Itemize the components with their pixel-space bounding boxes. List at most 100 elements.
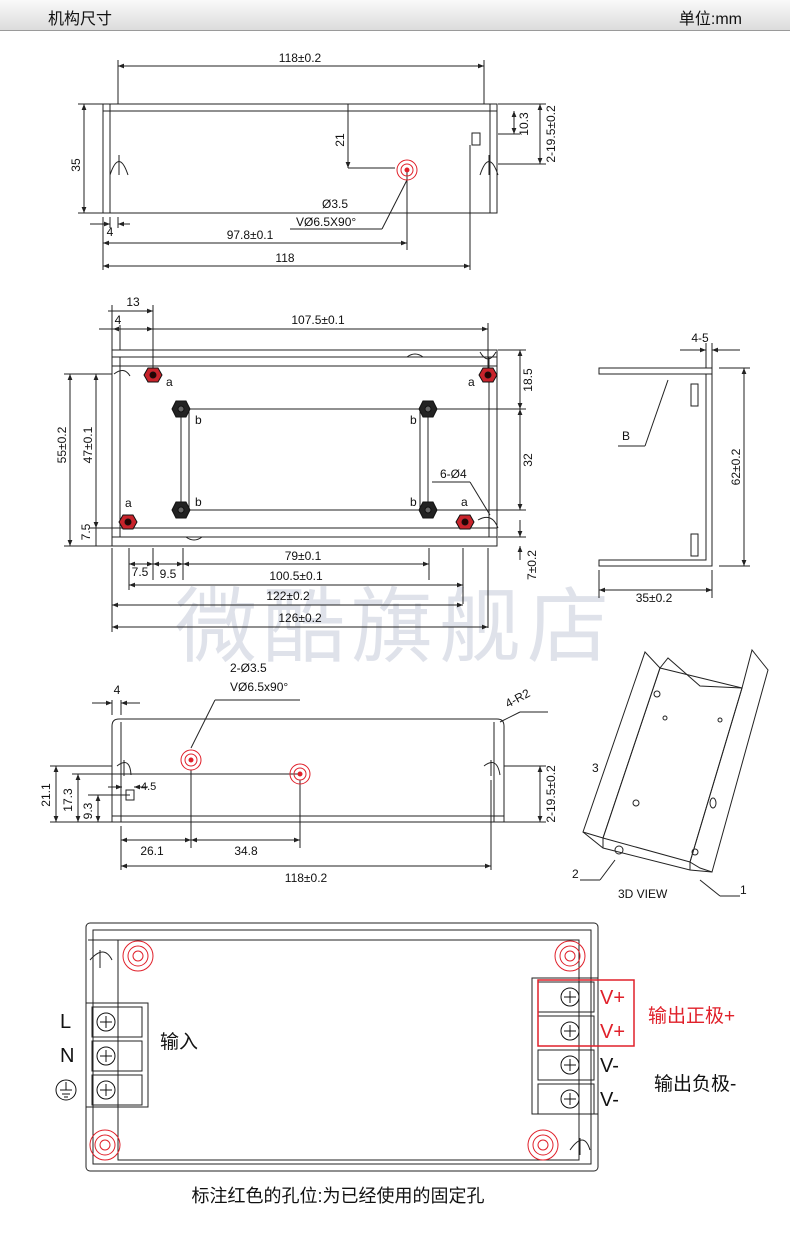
dim-34-8: 34.8 bbox=[234, 844, 258, 858]
positive-output-highlight bbox=[537, 979, 635, 1047]
dim-width: 118 bbox=[275, 251, 294, 265]
red-mount-hole-icon bbox=[289, 763, 311, 785]
output-label-vminus-1: V- bbox=[600, 1055, 619, 1077]
negative-output-caption: 输出负极- bbox=[654, 1073, 736, 1095]
dim-13: 13 bbox=[126, 295, 140, 309]
ground-icon bbox=[55, 1079, 77, 1101]
red-hex-standoff-icon bbox=[118, 514, 138, 530]
output-label-vplus-2: V+ bbox=[600, 1021, 625, 1043]
dim-slot-y: 10.3 bbox=[517, 112, 531, 136]
input-label-n: N bbox=[60, 1045, 74, 1067]
header-unit: 单位:mm bbox=[678, 11, 742, 28]
iso-caption: 3D VIEW bbox=[618, 887, 668, 901]
dim-118: 118±0.2 bbox=[285, 871, 328, 885]
screw-icon-group bbox=[96, 987, 580, 1109]
dim-7-2: 7±0.2 bbox=[525, 550, 539, 580]
screw-icon bbox=[560, 987, 580, 1007]
hole-label-a: a bbox=[166, 375, 173, 389]
dim-height: 35 bbox=[69, 158, 83, 172]
dim-21-1: 21.1 bbox=[39, 783, 53, 807]
dim-hole-spec1: Ø3.5 bbox=[322, 197, 348, 211]
red-hex-standoff-icon bbox=[478, 367, 498, 383]
header-title: 机构尺寸 bbox=[48, 11, 113, 28]
header-bar: 机构尺寸 单位:mm bbox=[0, 0, 790, 31]
label-b: B bbox=[622, 429, 630, 443]
dim-55: 55±0.2 bbox=[55, 426, 69, 463]
dim-hole-spec2: VØ6.5X90° bbox=[296, 215, 356, 229]
view3-front bbox=[50, 699, 548, 870]
red-mount-hole-icon bbox=[180, 749, 202, 771]
positive-output-caption: 输出正极+ bbox=[648, 1005, 735, 1027]
dim-107: 107.5±0.1 bbox=[291, 313, 345, 327]
red-mount-hole-icon bbox=[554, 940, 586, 972]
dim-26-1: 26.1 bbox=[140, 844, 164, 858]
output-label-vminus-2: V- bbox=[600, 1089, 619, 1111]
dim-4-5: 4.5 bbox=[141, 781, 156, 793]
red-mount-hole-icon bbox=[396, 159, 418, 181]
output-label-vplus-1: V+ bbox=[600, 987, 625, 1009]
dim-7-5-bottom: 7.5 bbox=[132, 565, 149, 579]
screw-icon bbox=[560, 1055, 580, 1075]
dim-17-3: 17.3 bbox=[61, 788, 75, 812]
red-hex-standoff-icon bbox=[143, 367, 163, 383]
terminal-labels: L N 输入 V+ V+ V- V- 输出正极+ 输出负极- 标注红色的孔位:为… bbox=[60, 987, 736, 1206]
black-hex-standoff-icon bbox=[418, 501, 438, 519]
dim-slot-w: 4 bbox=[107, 225, 114, 239]
input-label-l: L bbox=[60, 1011, 71, 1033]
view1-front bbox=[78, 60, 546, 270]
dim-18-5: 18.5 bbox=[521, 368, 535, 392]
red-hex-standoff-icon bbox=[455, 514, 475, 530]
iso-view bbox=[580, 648, 769, 897]
dim-6-hole: 6-Ø4 bbox=[440, 467, 467, 481]
iso-label-3: 3 bbox=[592, 761, 599, 775]
screw-icon bbox=[560, 1021, 580, 1041]
hole-label-b: b bbox=[410, 495, 417, 509]
screw-icon bbox=[96, 1012, 116, 1032]
black-hex-standoff-icon bbox=[171, 501, 191, 519]
dim-width-tol: 118±0.2 bbox=[279, 51, 322, 65]
hole-label-b: b bbox=[195, 495, 202, 509]
black-hex-standoff-icon bbox=[418, 400, 438, 418]
dimension-labels: 118±0.2 35 21 10.3 2-19.5±0.2 Ø3.5 VØ6.5… bbox=[39, 51, 747, 901]
black-hex-standoff-icon bbox=[171, 400, 191, 418]
dim-47: 47±0.1 bbox=[81, 426, 95, 463]
red-mount-hole-icon bbox=[527, 1129, 559, 1161]
red-hole-group bbox=[89, 159, 586, 1161]
dim-32: 32 bbox=[521, 453, 535, 467]
terminal-panel bbox=[85, 922, 599, 1172]
radius: 4-R2 bbox=[503, 686, 533, 711]
dim-hole-y: 21 bbox=[333, 133, 347, 147]
side-view bbox=[598, 343, 750, 598]
dim-9-5: 9.5 bbox=[160, 567, 177, 581]
dim-slot-pos: 2-19.5±0.2 bbox=[544, 105, 558, 163]
hole-label-a: a bbox=[468, 375, 475, 389]
dim-9-3: 9.3 bbox=[81, 802, 95, 819]
hole-spec2: VØ6.5x90° bbox=[230, 680, 288, 694]
dim-hole-x: 97.8±0.1 bbox=[227, 228, 274, 242]
dim-79: 79±0.1 bbox=[285, 549, 322, 563]
dim-4-5: 4-5 bbox=[691, 331, 709, 345]
hex-standoff-group bbox=[118, 367, 498, 530]
iso-label-2: 2 bbox=[572, 867, 579, 881]
footnote: 标注红色的孔位:为已经使用的固定孔 bbox=[192, 1186, 485, 1206]
dim-7-5-left: 7.5 bbox=[79, 523, 93, 540]
hole-spec1: 2-Ø3.5 bbox=[230, 661, 267, 675]
red-mount-hole-icon bbox=[89, 1129, 121, 1161]
red-mount-hole-icon bbox=[122, 940, 154, 972]
dim-126: 126±0.2 bbox=[278, 611, 322, 625]
slot-pos: 2-19.5±0.2 bbox=[544, 765, 558, 823]
screw-icon bbox=[560, 1089, 580, 1109]
input-caption: 输入 bbox=[160, 1031, 198, 1053]
dim-35: 35±0.2 bbox=[636, 591, 673, 605]
view2-top bbox=[64, 305, 526, 632]
iso-label-1: 1 bbox=[740, 883, 747, 897]
screw-icon bbox=[96, 1046, 116, 1066]
hole-label-a: a bbox=[125, 496, 132, 510]
dim-4: 4 bbox=[115, 313, 122, 327]
hole-label-b: b bbox=[195, 413, 202, 427]
screw-icon bbox=[96, 1080, 116, 1100]
dim-62: 62±0.2 bbox=[729, 448, 743, 485]
hole-label-a: a bbox=[461, 495, 468, 509]
hole-label-b: b bbox=[410, 413, 417, 427]
